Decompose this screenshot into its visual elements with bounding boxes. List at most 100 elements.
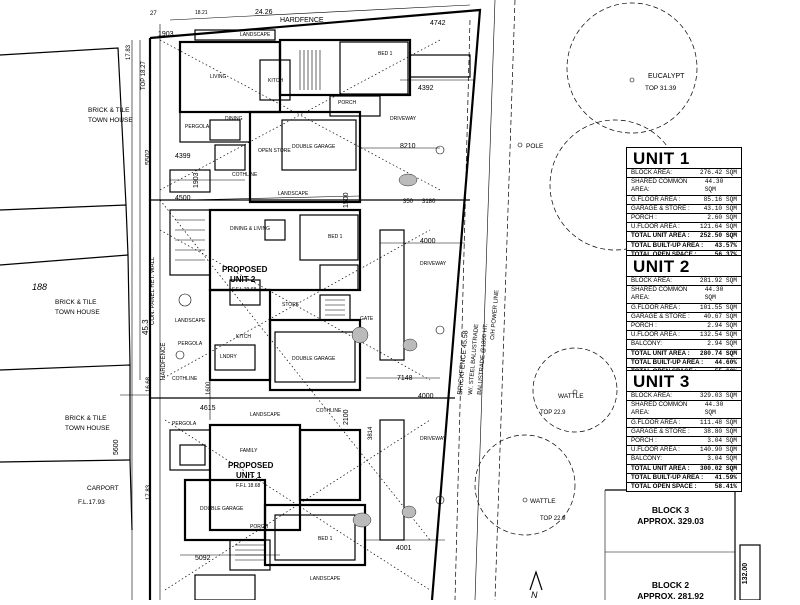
eucalypt-level: TOP 31.39 <box>645 85 677 92</box>
dim-label: 17.83 <box>146 484 152 500</box>
unit2-title: PROPOSED <box>222 265 268 274</box>
room-label: OPEN STORE <box>258 148 291 154</box>
unit3-building <box>169 29 471 204</box>
dim-label: 18.21 <box>195 10 208 16</box>
room-label: STORE <box>282 302 300 308</box>
eucalypt-label: EUCALYPT <box>648 73 685 80</box>
neighbour-label: TOWN HOUSE <box>65 425 110 432</box>
schedule-row-value: 2.60 sqm <box>707 214 737 222</box>
schedule-row: GARAGE & STORE :43.10 sqm <box>627 203 741 213</box>
dim-label: 4742 <box>430 20 446 27</box>
schedule-row-value: 44.30 sqm <box>704 178 724 194</box>
schedule-row-label: U.FLOOR AREA : <box>631 223 680 231</box>
schedule-row: U.FLOOR AREA : 140.90 sqm <box>627 445 741 454</box>
unit3-schedule-rows: BLOCK AREA:329.03 sqmSHARED COMMON AREA:… <box>627 391 741 491</box>
room-label: DOUBLE GARAGE <box>292 356 336 362</box>
schedule-row-value: 111.48 sqm <box>699 418 737 426</box>
schedule-row: SHARED COMMON AREA:44.30 sqm <box>627 285 741 302</box>
schedule-row-label: U.FLOOR AREA : <box>631 446 680 454</box>
neighbour-label: BRICK & TILE <box>65 415 107 422</box>
dim-label: 45.3 <box>141 319 150 335</box>
room-label: DINING <box>225 116 243 122</box>
schedule-row-label: G.FLOOR AREA : <box>631 418 681 426</box>
landscape-label: LANDSCAPE <box>278 191 309 197</box>
schedule-row-label: G.FLOOR AREA : <box>631 303 681 311</box>
dim-label: 1600 <box>206 381 212 395</box>
schedule-row: PORCH :2.94 sqm <box>627 321 741 330</box>
schedule-row: BLOCK AREA:281.92 sqm <box>627 276 741 285</box>
neighbour-label: TOWN HOUSE <box>88 117 133 124</box>
power-line-label: O/H POWER LINE <box>490 290 500 340</box>
room-label: FAMILY <box>240 448 258 454</box>
landscape-label: LANDSCAPE <box>250 412 281 418</box>
room-label: KITCH <box>268 78 283 84</box>
property-boundary <box>148 4 482 601</box>
schedule-row-label: GARAGE & STORE : <box>631 204 690 212</box>
schedule-row-value: 85.16 sqm <box>703 195 737 203</box>
wattle-level: TOP 22.9 <box>540 410 566 416</box>
schedule-row-label: TOTAL UNIT AREA : <box>631 464 690 472</box>
dim-label: 4615 <box>200 405 216 412</box>
block2-title: BLOCK 2 <box>651 580 690 590</box>
room-label: DOUBLE GARAGE <box>292 144 336 150</box>
schedule-row: SHARED COMMON AREA:44.30 sqm <box>627 177 741 194</box>
clothesline-label: COTHLINE <box>232 172 258 178</box>
schedule-row-label: TOTAL UNIT AREA : <box>631 232 690 240</box>
unit1-title: UNIT 1 <box>236 471 262 480</box>
schedule-row: TOTAL UNIT AREA :300.02 sqm <box>627 463 741 473</box>
schedule-row-value: 44.60% <box>714 358 737 366</box>
wattle-label: WATTLE <box>530 498 556 505</box>
dim-label: 24.26 <box>255 9 273 16</box>
room-label: BED 1 <box>328 234 343 240</box>
schedule-row: BALCONY:2.94 sqm <box>627 339 741 348</box>
schedule-row-label: TOTAL BUILT-UP AREA : <box>631 241 704 249</box>
schedule-row-value: 40.67 sqm <box>703 312 737 320</box>
schedule-row: TOTAL BUILT-UP AREA :41.59% <box>627 472 741 482</box>
dim-label: 4392 <box>418 85 434 92</box>
schedule-row-value: 281.92 sqm <box>699 277 737 284</box>
dim-label: 17.83 <box>126 44 132 60</box>
block-side-dimension: 132.00 <box>742 562 750 585</box>
wattle-tree-2 <box>474 434 576 536</box>
landscape-label: LANDSCAPE <box>310 576 341 582</box>
unit1-title: PROPOSED <box>228 461 274 470</box>
dim-label: 5502 <box>145 149 152 165</box>
schedule-row-value: 276.42 sqm <box>699 169 737 176</box>
schedule-row-value: 140.90 sqm <box>699 446 737 454</box>
unit2-schedule: UNIT 2 BLOCK AREA:281.92 sqmSHARED COMMO… <box>626 255 742 378</box>
schedule-row: TOTAL OPEN SPACE :56.37% <box>627 249 741 259</box>
dim-label: 4000 <box>418 393 434 400</box>
room-label: PERGOLA <box>178 341 203 347</box>
unit2-schedule-rows: BLOCK AREA:281.92 sqmSHARED COMMON AREA:… <box>627 276 741 376</box>
schedule-row-label: U.FLOOR AREA : <box>631 331 680 339</box>
dim-label: 7148 <box>397 375 413 382</box>
schedule-row: BLOCK AREA:276.42 sqm <box>627 168 741 177</box>
schedule-row-label: TOTAL BUILT-UP AREA : <box>631 358 704 366</box>
schedule-row-label: PORCH : <box>631 214 657 222</box>
unit3-schedule: UNIT 3 BLOCK AREA:329.03 sqmSHARED COMMO… <box>626 370 742 493</box>
landscape-patches <box>175 145 445 528</box>
gate-label: GATE <box>360 316 374 322</box>
room-label: DINING & LIVING <box>230 226 270 232</box>
schedule-row: U.FLOOR AREA :121.64 sqm <box>627 222 741 231</box>
carport-level-label: F.L.17.93 <box>78 499 105 506</box>
schedule-row-value: 280.74 sqm <box>699 349 737 357</box>
neighbour-label: BRICK & TILE <box>55 299 97 306</box>
schedule-row-label: G.FLOOR AREA : <box>631 195 681 203</box>
schedule-row-label: PORCH : <box>631 322 657 330</box>
dim-label: 350 <box>403 199 414 205</box>
schedule-row-value: 56.37% <box>715 251 737 259</box>
dim-label: 16.68 <box>146 376 152 392</box>
schedule-row: G.FLOOR AREA : 111.48 sqm <box>627 417 741 427</box>
room-label: DOUBLE GARAGE <box>200 506 244 512</box>
unit1-building <box>169 419 405 601</box>
dim-label: 4500 <box>175 195 191 202</box>
schedule-row-value: 329.03 sqm <box>699 392 737 399</box>
schedule-row-value: 43.57% <box>714 241 737 249</box>
schedule-row-label: TOTAL UNIT AREA : <box>631 349 690 357</box>
eucalypt-tree <box>566 2 698 134</box>
schedule-row: TOTAL UNIT AREA :252.50 sqm <box>627 231 741 240</box>
schedule-row-value: 44.30 sqm <box>704 401 724 417</box>
driveway-label: DRIVEWAY <box>420 436 447 442</box>
